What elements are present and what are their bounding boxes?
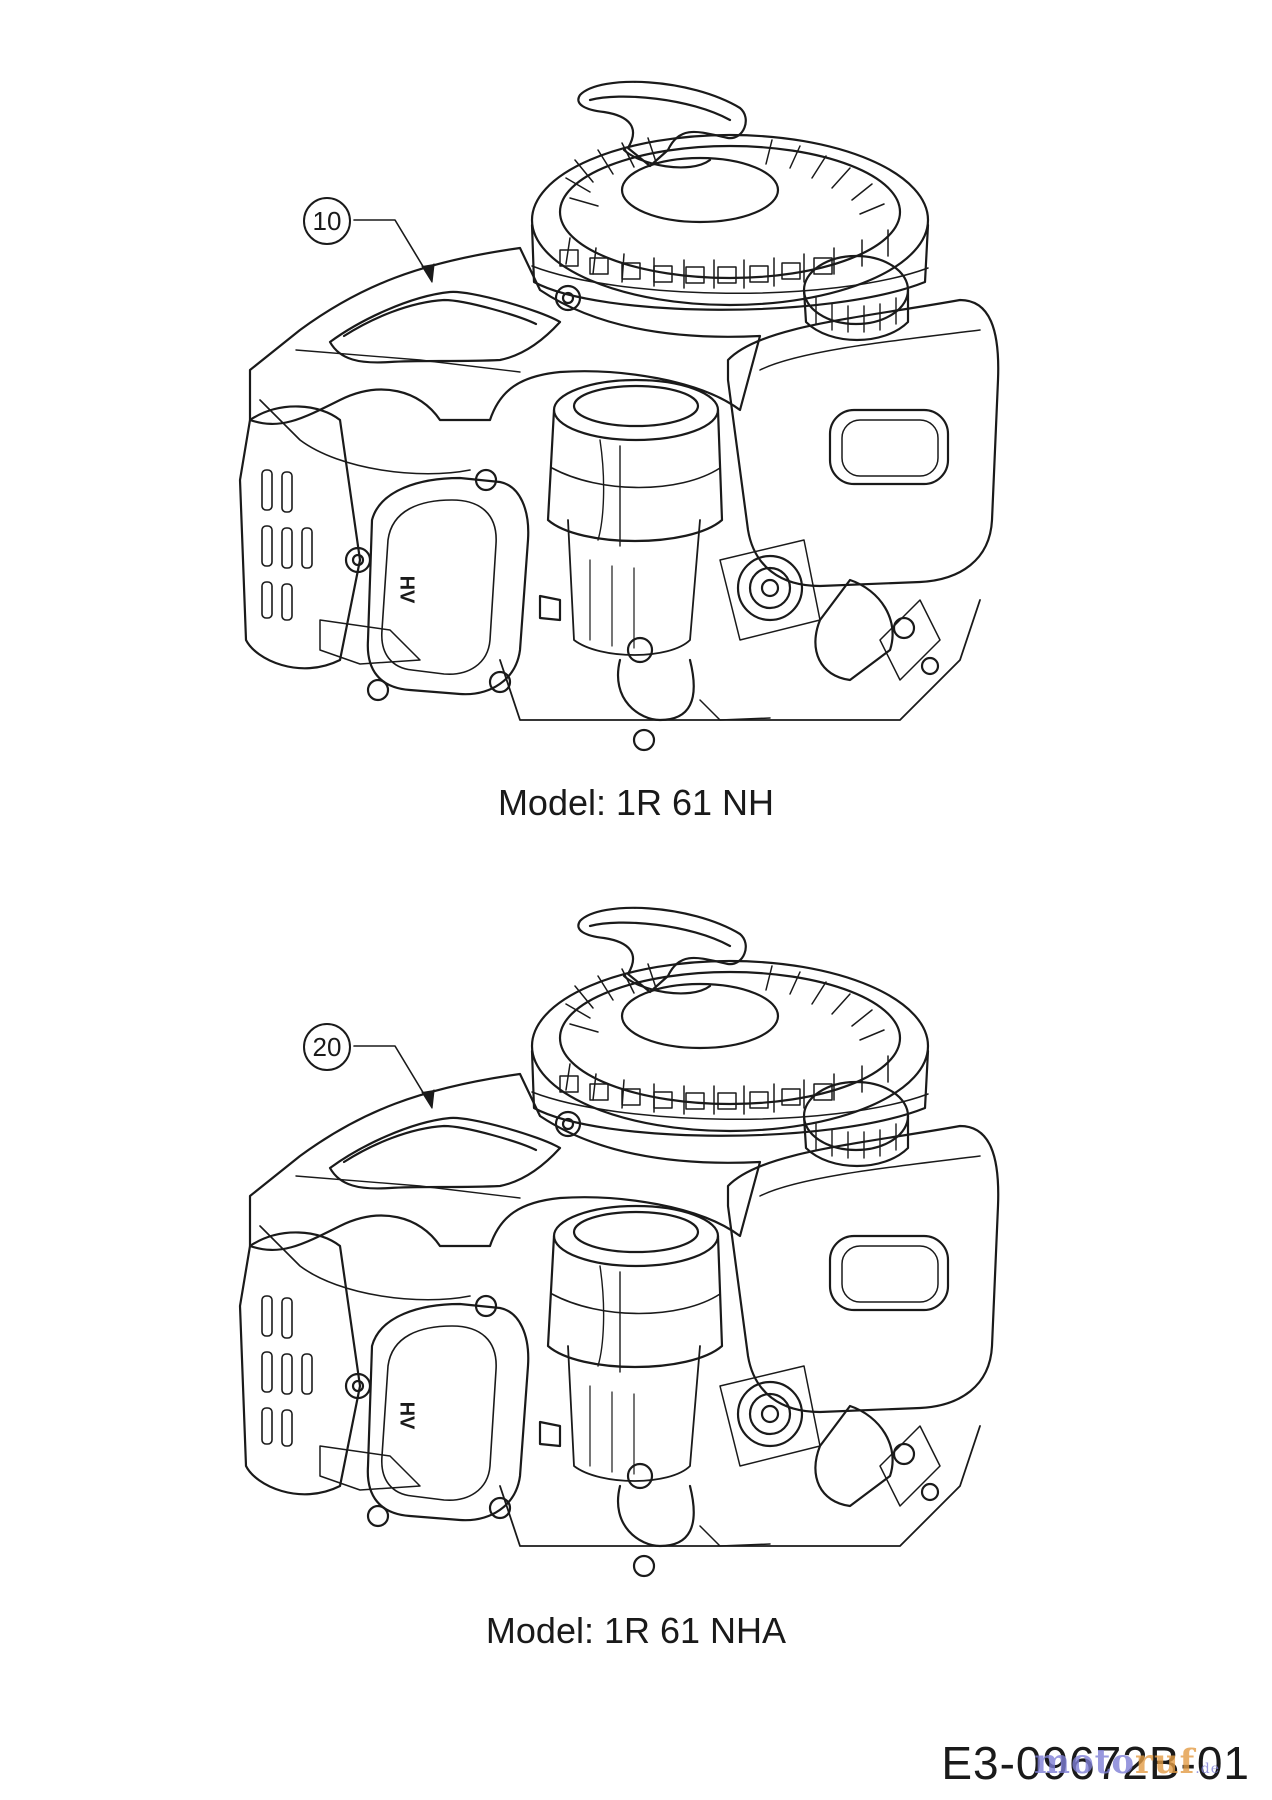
model-caption-1: Model: 1R 61 NH [497, 782, 775, 823]
engine-figure-2: 20 HV [0, 826, 1272, 1726]
engine-drawing-2 [238, 906, 1000, 1578]
drawing-number: E3-09672B-01 [941, 1737, 1250, 1789]
callout-10: 10 [303, 197, 351, 245]
watermark-text: .de [1195, 1761, 1220, 1777]
engine-figure-1: 10 HV [238, 80, 1000, 752]
watermark-text: ruf [1135, 1742, 1196, 1782]
watermark-logo: motoruf.de [1034, 1742, 1220, 1782]
callout-20: 20 [303, 1023, 351, 1071]
watermark-text: moto [1033, 1742, 1136, 1782]
model-caption-2: Model: 1R 61 NHA [485, 1610, 787, 1651]
valve-cover-badge: HV [395, 1401, 418, 1430]
engine-drawing-1 [238, 80, 1000, 752]
valve-cover-badge: HV [395, 575, 418, 604]
